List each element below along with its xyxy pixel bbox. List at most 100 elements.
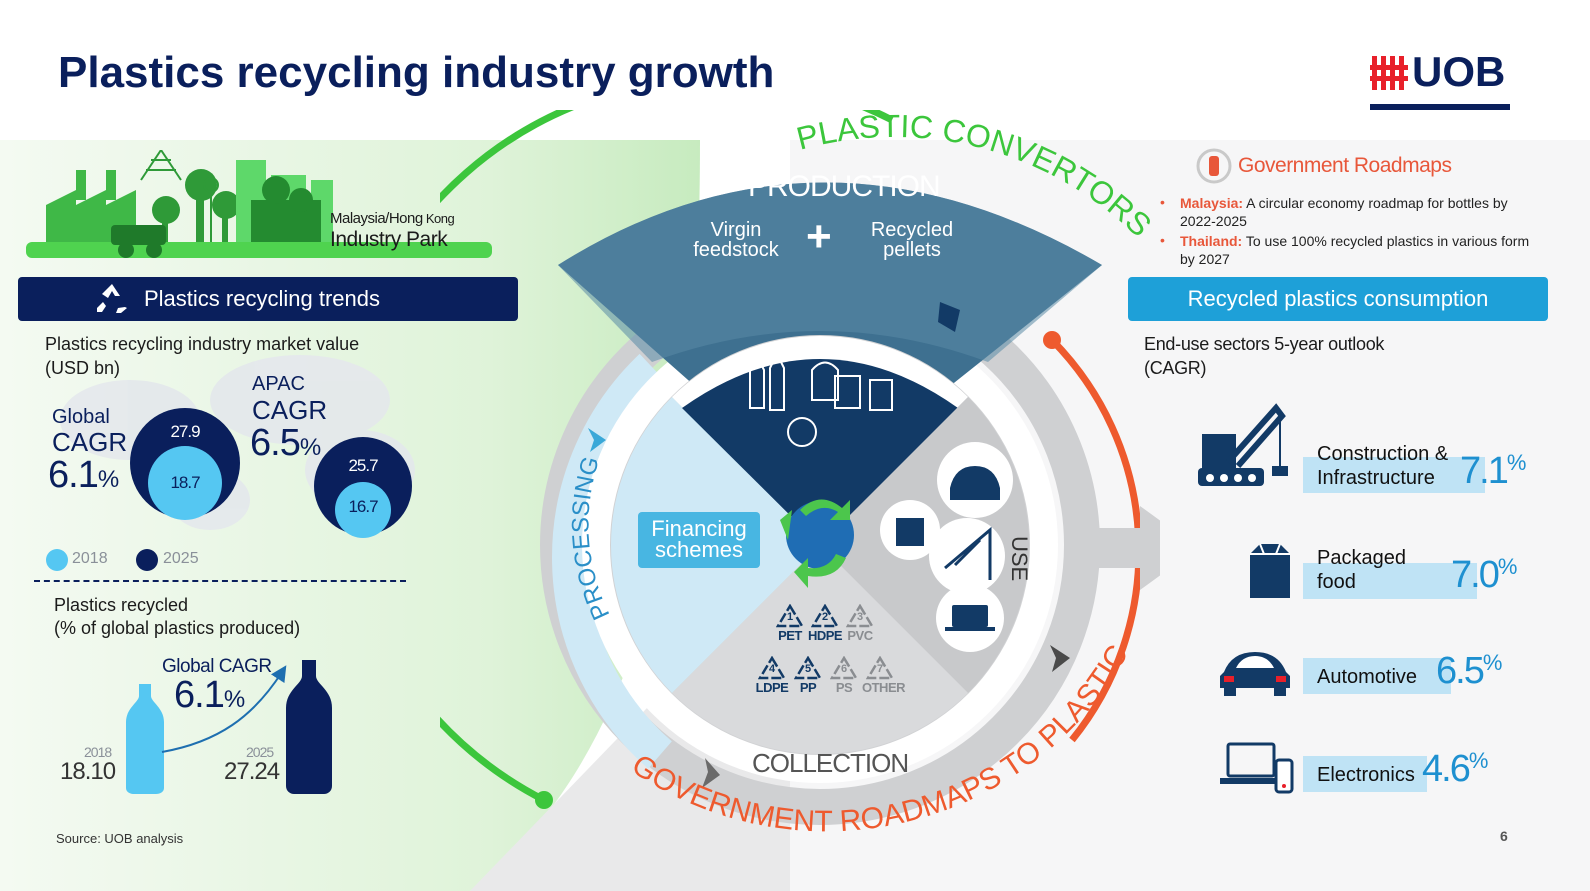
construction-label: Construction & Infrastructure [1317,442,1448,490]
electronics-bar [1303,756,1427,792]
market-value-label-line1: Plastics recycling industry market value [45,334,360,354]
industry-park-label-line1: Malaysia/Hong Kong [330,210,455,227]
source-note: Source: UOB analysis [56,831,184,846]
financing-line1: Financing [651,516,747,541]
resin-code-number: 7 [876,663,884,675]
food-box-icon [1250,543,1290,598]
packaged-food-bar [1303,563,1477,599]
resin-code-number: 6 [840,663,848,675]
recycle-triangle-icon: 1 [775,603,805,628]
recycle-triangle-icon: 2 [810,603,840,628]
legend-2025-label: 2025 [163,550,199,567]
resin-code-number: 5 [804,663,812,675]
section-divider [34,580,406,582]
legend-2025-swatch [136,549,158,571]
outlook-label-line2: (CAGR) [1144,358,1207,378]
automotive-bar [1303,658,1451,694]
government-bullet-malaysia: Malaysia: A circular economy roadmap for… [1180,195,1508,229]
page-number: 6 [1500,828,1508,844]
year-2018-label: 2018 [84,744,112,760]
consumption-banner-label: Recycled plastics consumption [1187,286,1489,311]
plus-icon: + [806,212,832,261]
resin-code-number: 1 [786,611,794,623]
financing-line2: schemes [654,537,744,562]
bottle-2025-icon [286,660,332,794]
recycle-triangle-icon: 7 [865,655,895,680]
global-label-line1: Global [52,406,110,428]
government-roadmaps-icon [1196,148,1232,184]
bullet-dot: • [1160,232,1165,248]
resin-code-label: PP [799,680,817,695]
market-value-label: Plastics recycling industry market value… [45,332,359,380]
crane-icon [1198,403,1288,486]
recycled-pellets-line2: pellets [883,239,941,261]
trends-banner-label: Plastics recycling trends [144,286,380,311]
virgin-feedstock-line1: Virgin [710,219,762,241]
use-label: USE [1007,536,1032,582]
electronics-label: Electronics [1317,764,1415,786]
bullet-dot: • [1160,194,1165,210]
car-icon [1220,652,1290,696]
resin-code-number: 3 [856,611,864,623]
recycle-triangle-icon: 4 [757,655,787,680]
resin-code-number: 2 [821,611,829,623]
plastics-recycled-label: Plastics recycled (% of global plastics … [54,594,300,640]
financing-schemes-box: Financing schemes [638,512,760,568]
construction-label-line2: Infrastructure [1317,467,1435,489]
plastics-recycling-trends-banner: Plastics recycling trends [18,277,518,321]
automotive-cagr: 6.5% [1436,650,1502,692]
construction-bar [1303,457,1485,493]
recycled-pellets-label: Recycled pellets [866,220,958,260]
government-bullet-thailand: Thailand: To use 100% recycled plastics … [1180,233,1530,267]
global-2018-value: 18.7 [170,473,200,492]
construction-label-line1: Construction & [1317,443,1449,465]
uob-logo-text: UOB [1412,48,1506,95]
legend-2018-swatch [46,549,68,571]
recycle-icon [97,284,127,313]
value-2018-label: 18.10 [60,758,116,785]
page-title: Plastics recycling industry growth [58,48,775,97]
recycle-triangle-icon: 6 [829,655,859,680]
resin-code-number: 4 [768,663,776,675]
industry-park-label-line2: Industry Park [330,228,448,251]
plastics-recycled-label-line2: (% of global plastics produced) [54,618,301,638]
virgin-feedstock-line2: feedstock [693,239,779,261]
plastics-recycled-label-line1: Plastics recycled [54,595,189,615]
apac-label-line2: CAGR [252,395,328,425]
bottle-2018-icon [126,684,164,794]
packaged-food-label-line1: Packaged [1317,547,1406,569]
resin-code-label: HDPE [807,628,843,643]
recycled-cagr-label: Global CAGR [162,656,272,677]
legend-2018-label: 2018 [72,550,108,567]
resin-code-label: PVC [847,628,873,643]
automotive-label: Automotive [1317,666,1418,688]
recycled-pellets-line1: Recycled [870,219,954,241]
laptop-phone-icon [1220,742,1294,794]
apac-label-line1: APAC [252,373,305,395]
packaged-food-label: Packaged food [1317,546,1406,594]
outlook-label: End-use sectors 5-year outlook (CAGR) [1144,332,1384,380]
collection-label: COLLECTION [752,748,909,778]
year-2025-label: 2025 [246,744,274,760]
resin-code-label: OTHER [862,680,906,695]
apac-2018-value: 16.7 [348,497,378,516]
government-roadmaps-title: Government Roadmaps [1238,154,1452,177]
global-cagr-label: Global CAGR [52,406,127,456]
recycling-cycle-diagram: PLASTIC CONVERTORS GOVERNMENT ROADMAPS T… [440,110,1160,838]
apac-cagr-value: 6.5% [250,422,321,464]
industry-park-illustration [26,150,492,258]
global-2025-value: 27.9 [170,422,200,441]
virgin-feedstock-label: Virgin feedstock [688,220,784,260]
value-2025-label: 27.24 [224,758,280,785]
apac-cagr-label: APAC CAGR [252,372,327,424]
production-label: PRODUCTION [748,170,941,203]
resin-code-label: PET [778,628,802,643]
global-cagr-value: 6.1% [48,454,119,496]
uob-logo-icon [1370,56,1408,90]
